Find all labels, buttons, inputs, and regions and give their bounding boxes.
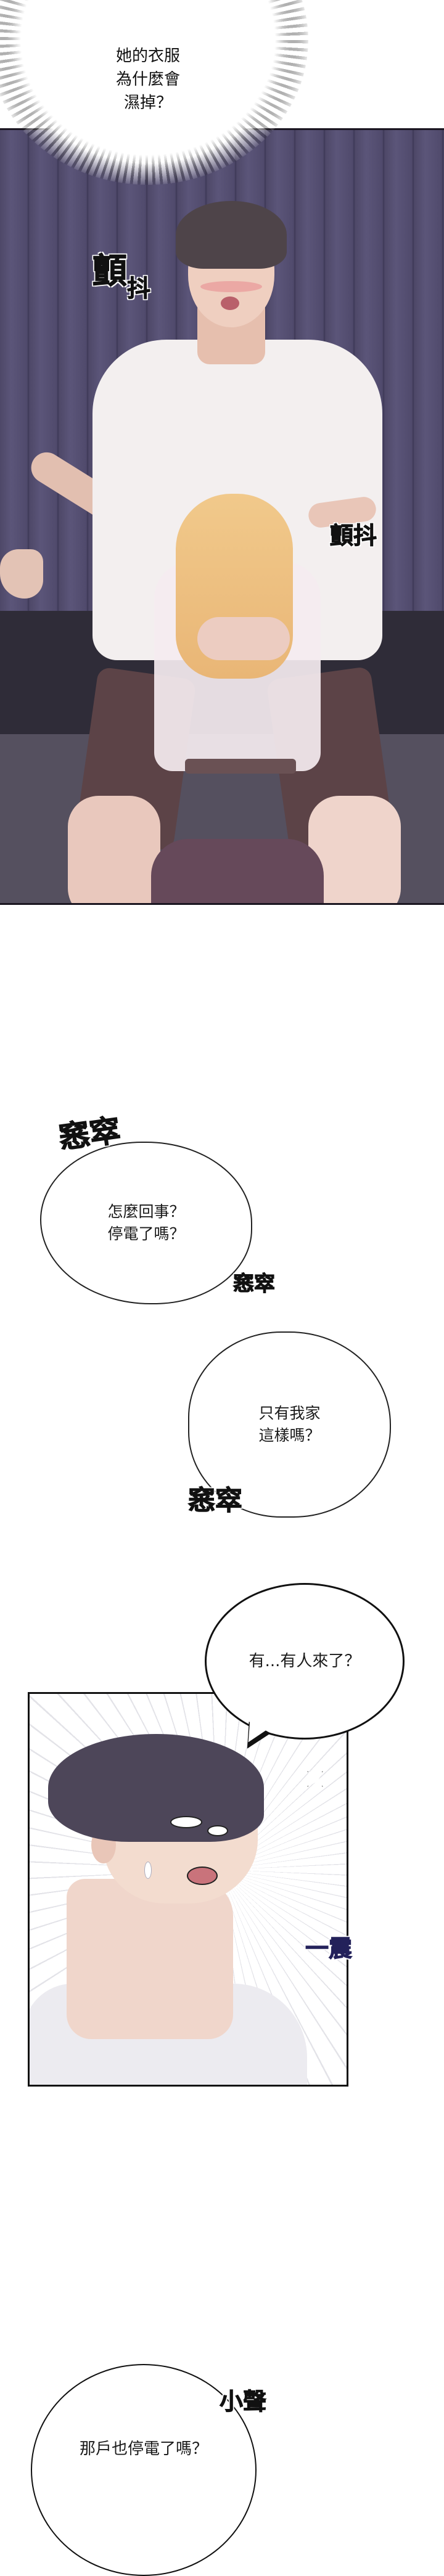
woman-shorts [151, 839, 324, 903]
man-blush [200, 281, 262, 292]
thought-burst-text: 她的衣服 為什麼會 濕掉？ [92, 44, 204, 115]
speech-bubble-b-text: 只有我家 這樣嗎？ [258, 1402, 320, 1447]
panel-2-hair [48, 1734, 264, 1842]
bubble-a-line-2: 停電了嗎？ [107, 1225, 185, 1243]
speech-bubble-c: 有...有人來了？ [205, 1583, 405, 1740]
man-leg-right [308, 796, 401, 903]
panel-1 [0, 128, 444, 905]
thought-line-1: 她的衣服 [115, 47, 180, 65]
speech-bubble-b: 只有我家 這樣嗎？ [188, 1331, 391, 1518]
speech-bubble-a-text: 怎麼回事？ 停電了嗎？ [107, 1201, 184, 1245]
speech-bubble-c-text: 有...有人來了？ [249, 1652, 361, 1670]
man-mouth [221, 296, 239, 310]
sfx-tremble-1-large: 顫 [92, 251, 128, 292]
man-hand-on-head [197, 617, 290, 660]
thought-line-2: 為什麼會 [115, 70, 180, 89]
sfx-tremble-1: 顫抖 [92, 243, 151, 303]
man-hair [176, 201, 287, 269]
sfx-whisper: 小聲 [219, 2388, 267, 2416]
bubble-b-line-2: 這樣嗎？ [258, 1426, 321, 1444]
panel-2-eye-right [207, 1825, 228, 1836]
thought-line-3: 濕掉？ [123, 94, 172, 112]
man-leg-left [68, 796, 160, 903]
panel-2 [28, 1692, 348, 2087]
sfx-tremble-2: 顫抖 [329, 522, 377, 550]
panel-2-mouth [187, 1867, 218, 1885]
sweat-drop-icon [144, 1862, 152, 1879]
panel-2-neck [67, 1879, 233, 2039]
sfx-rustle-1: 窸窣 [57, 1112, 123, 1156]
speech-bubble-a: 怎麼回事？ 停電了嗎？ [40, 1142, 252, 1304]
man-hand-left [0, 549, 43, 599]
bubble-b-line-1: 只有我家 [258, 1404, 321, 1422]
woman-bra-strap [185, 759, 296, 774]
speech-bubble-d-text: 那戶也停電了嗎？ [79, 2440, 208, 2458]
sfx-tremble-1-small: 抖 [126, 275, 151, 303]
sfx-rustle-2: 窸窣 [233, 1272, 276, 1297]
bubble-a-line-1: 怎麼回事？ [107, 1203, 185, 1221]
sfx-jolt: 一震 [305, 1935, 353, 1963]
panel-2-eye-left [170, 1816, 202, 1828]
surprise-spark-icon [300, 1764, 331, 1795]
sfx-rustle-3: 窸窣 [188, 1485, 243, 1517]
